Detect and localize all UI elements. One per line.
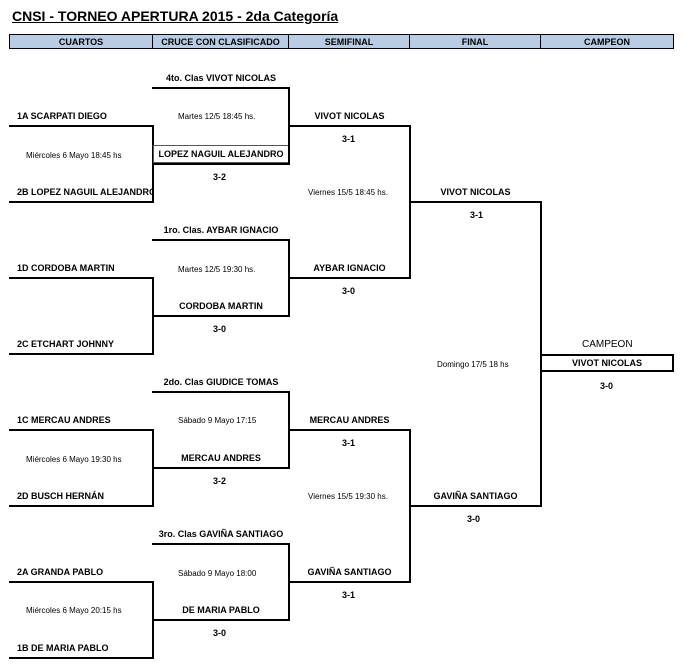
header-semifinal: SEMIFINAL (288, 34, 410, 49)
page-title: CNSI - TORNEO APERTURA 2015 - 2da Catego… (12, 8, 339, 24)
semi-2-score-2: 3-1 (342, 590, 356, 600)
bracket-line (9, 353, 154, 355)
bracket-line (152, 543, 290, 545)
cruce-3-winner: MERCAU ANDRES (181, 453, 261, 463)
cruce-1-winner: LOPEZ NAGUIL ALEJANDRO (153, 145, 289, 163)
cruce-2-date: Martes 12/5 19:30 hs. (178, 265, 256, 274)
bracket-line (9, 277, 154, 279)
campeon-name: VIVOT NICOLAS (540, 354, 674, 372)
bracket-line (9, 429, 154, 431)
bracket-line (9, 201, 154, 203)
cruce-4-score: 3-0 (213, 628, 227, 638)
campeon-caption: CAMPEON (582, 339, 633, 350)
bracket-line (9, 581, 154, 583)
semi-1-date: Viernes 15/5 18:45 hs. (308, 188, 388, 197)
cruce-1-date: Martes 12/5 18:45 hs. (178, 112, 256, 121)
bracket-line (288, 581, 411, 583)
bracket-line (152, 87, 290, 89)
cuartos-2-player-2: 2C ETCHART JOHNNY (17, 339, 115, 349)
bracket-line (409, 201, 542, 203)
bracket-line (409, 505, 542, 507)
semi-2-score-1: 3-1 (342, 438, 356, 448)
semi-1-player-1: VIVOT NICOLAS (314, 111, 385, 121)
cruce-2-winner: CORDOBA MARTIN (179, 301, 263, 311)
bracket-line (152, 391, 290, 393)
cuartos-4-player-2: 1B DE MARIA PABLO (17, 643, 109, 653)
cruce-2-seed: 1ro. Clas. AYBAR IGNACIO (163, 225, 279, 235)
header-campeon: CAMPEON (540, 34, 674, 49)
semi-2-date: Viernes 15/5 19:30 hs. (308, 492, 388, 501)
semi-2-player-2: GAVIÑA SANTIAGO (307, 567, 392, 577)
cruce-4-winner: DE MARIA PABLO (182, 605, 260, 615)
cruce-3-seed: 2do. Clas GIUDICE TOMAS (163, 377, 279, 387)
cruce-4-seed: 3ro. Clas GAVIÑA SANTIAGO (158, 529, 284, 539)
bracket-line (288, 429, 411, 431)
cuartos-4-date: Miércoles 6 Mayo 20:15 hs (26, 606, 122, 615)
cruce-4-date: Sábado 9 Mayo 18:00 (178, 569, 257, 578)
cuartos-1-player-2: 2B LOPEZ NAGUIL ALEJANDRO (17, 187, 153, 197)
bracket-line (288, 277, 411, 279)
cuartos-1-player-1: 1A SCARPATI DIEGO (17, 111, 107, 121)
final-player-2: GAVIÑA SANTIAGO (433, 491, 518, 501)
cruce-1-score: 3-2 (213, 172, 227, 182)
final-score-1: 3-1 (470, 210, 484, 220)
bracket-line (152, 581, 154, 659)
cruce-3-score: 3-2 (213, 476, 227, 486)
cuartos-1-date: Miércoles 6 Mayo 18:45 hs (26, 151, 122, 160)
header-final: FINAL (409, 34, 541, 49)
cuartos-3-player-2: 2D BUSCH HERNÁN (17, 491, 105, 501)
cuartos-4-player-1: 2A GRANDA PABLO (17, 567, 104, 577)
bracket-line (9, 125, 154, 127)
bracket-line (288, 125, 411, 127)
cuartos-3-date: Miércoles 6 Mayo 19:30 hs (26, 455, 122, 464)
bracket-line (152, 239, 290, 241)
bracket-line (152, 163, 290, 165)
bracket-line (9, 657, 154, 659)
cruce-3-date: Sábado 9 Mayo 17:15 (178, 416, 257, 425)
bracket-line (152, 277, 154, 355)
bracket-line (152, 619, 290, 621)
semi-1-score-1: 3-1 (342, 134, 356, 144)
semi-1-player-2: AYBAR IGNACIO (313, 263, 386, 273)
bracket-line (9, 505, 154, 507)
cruce-2-score: 3-0 (213, 324, 227, 334)
bracket-line (152, 429, 154, 507)
header-cruce: CRUCE CON CLASIFICADO (152, 34, 289, 49)
cruce-1-seed: 4to. Clas VIVOT NICOLAS (165, 73, 277, 83)
final-player-1: VIVOT NICOLAS (440, 187, 511, 197)
campeon-score: 3-0 (600, 381, 614, 391)
bracket-line (152, 467, 290, 469)
cuartos-2-player-1: 1D CORDOBA MARTIN (17, 263, 115, 273)
final-date: Domingo 17/5 18 hs (437, 360, 509, 369)
cuartos-3-player-1: 1C MERCAU ANDRES (17, 415, 111, 425)
semi-2-player-1: MERCAU ANDRES (309, 415, 390, 425)
final-score-2: 3-0 (467, 514, 481, 524)
bracket-line (152, 315, 290, 317)
header-cuartos: CUARTOS (9, 34, 153, 49)
semi-1-score-2: 3-0 (342, 286, 356, 296)
